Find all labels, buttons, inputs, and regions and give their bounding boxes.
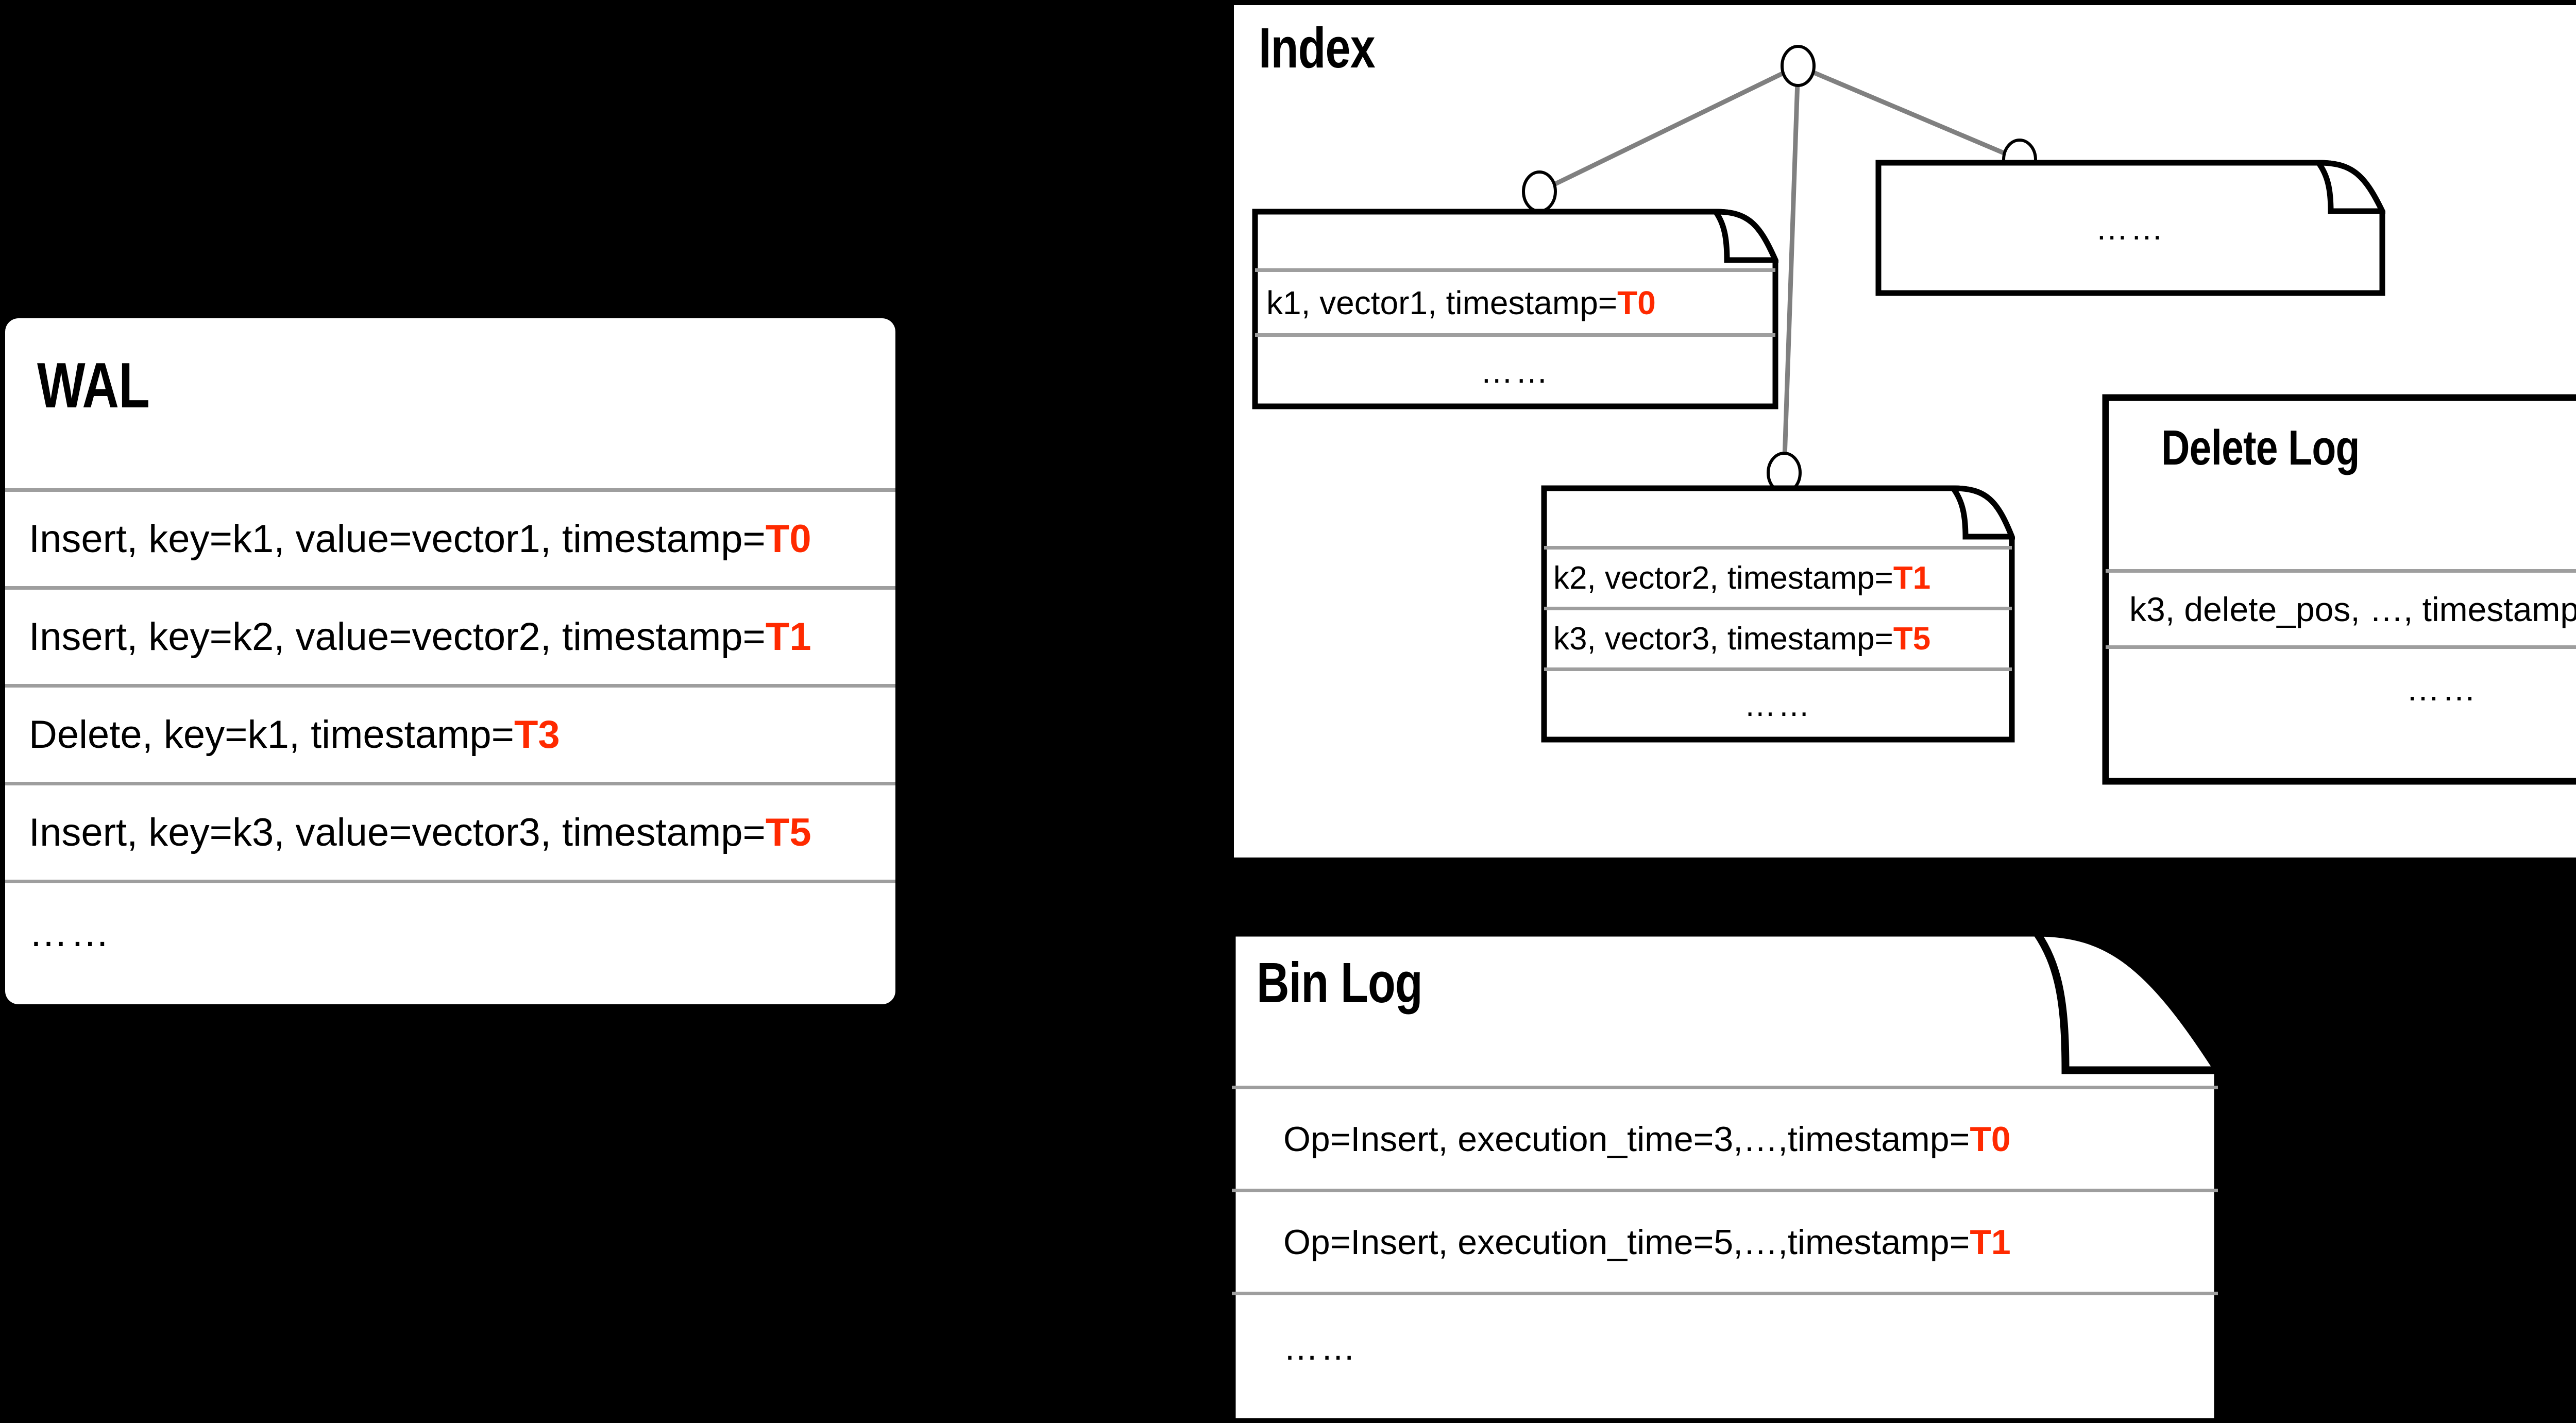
document-shape — [1228, 929, 2222, 1423]
wal-entry-row: …… — [5, 880, 895, 983]
root-node — [1781, 45, 1816, 87]
index-leaf-text: k1, vector1, timestamp=T0 — [1266, 284, 1656, 321]
wal-entry-timestamp: T1 — [765, 615, 811, 659]
wal-entry-row: Insert, key=k3, value=vector3, timestamp… — [5, 782, 895, 880]
index-leaf-ellipsis: …… — [1480, 352, 1550, 390]
wal-entry-text: Insert, key=k1, value=vector1, timestamp… — [29, 517, 811, 561]
wal-entry-list: Insert, key=k1, value=vector1, timestamp… — [5, 488, 895, 983]
index-leaf-row: k3, vector3, timestamp=T5 — [1544, 607, 2012, 667]
index-leaf-timestamp: T0 — [1617, 284, 1656, 321]
index-leaf-text: k2, vector2, timestamp=T1 — [1553, 560, 1931, 596]
index-leaf-k2k3: k2, vector2, timestamp=T1 k3, vector3, t… — [1541, 485, 2015, 743]
index-leaf-ellipsis: …… — [1744, 688, 1812, 723]
bin-log-card: Bin Log Op=Insert, execution_time=3,…,ti… — [1228, 929, 2222, 1423]
document-shape — [1875, 160, 2385, 296]
index-leaf-timestamp: T5 — [1893, 621, 1931, 657]
index-leaf-row: …… — [1255, 333, 1775, 405]
index-leaf-row: …… — [1544, 667, 2012, 740]
tree-edge-root-left — [1538, 63, 1799, 194]
bin-log-timestamp: T0 — [1970, 1119, 2011, 1159]
delete-log-text: k3, delete_pos, …, timestamp=T3 — [2129, 590, 2576, 628]
bin-log-timestamp: T1 — [1970, 1222, 2011, 1262]
index-title: Index — [1259, 16, 1376, 80]
index-leaf-row: k2, vector2, timestamp=T1 — [1544, 546, 2012, 607]
index-leaf-more: …… — [1875, 160, 2385, 296]
delete-log-row: …… — [2106, 645, 2576, 728]
wal-title: WAL — [37, 350, 150, 421]
bin-log-row: Op=Insert, execution_time=3,…,timestamp=… — [1232, 1086, 2218, 1189]
index-leaf-timestamp: T1 — [1893, 560, 1931, 596]
delete-log-card: Delete Log k3, delete_pos, …, timestamp=… — [2102, 394, 2576, 785]
wal-entry-timestamp: T3 — [514, 713, 560, 757]
delete-log-ellipsis: …… — [2406, 669, 2478, 708]
bin-log-row: Op=Insert, execution_time=5,…,timestamp=… — [1232, 1189, 2218, 1292]
wal-entry-text: …… — [29, 911, 112, 955]
index-leaf-row: k1, vector1, timestamp=T0 — [1255, 268, 1775, 333]
delete-log-title: Delete Log — [2161, 420, 2360, 475]
bin-log-text: Op=Insert, execution_time=3,…,timestamp=… — [1283, 1119, 2011, 1159]
tree-edge-root-bottom — [1782, 65, 1801, 473]
index-leaf-k1: k1, vector1, timestamp=T0 …… — [1252, 209, 1778, 409]
wal-entry-timestamp: T5 — [765, 811, 811, 854]
index-leaf-text: k3, vector3, timestamp=T5 — [1553, 621, 1931, 657]
wal-entry-timestamp: T0 — [765, 517, 811, 561]
child-node-left — [1522, 170, 1557, 213]
wal-panel: WAL Insert, key=k1, value=vector1, times… — [5, 318, 895, 1004]
delete-log-row: k3, delete_pos, …, timestamp=T3 — [2106, 569, 2576, 645]
document-shape — [1252, 209, 1778, 409]
bin-log-ellipsis: …… — [1283, 1328, 1358, 1367]
bin-log-row: …… — [1232, 1292, 2218, 1400]
wal-entry-row: Insert, key=k2, value=vector2, timestamp… — [5, 586, 895, 684]
tree-edge-root-right — [1797, 63, 2021, 162]
wal-entry-text: Insert, key=k3, value=vector3, timestamp… — [29, 811, 811, 854]
bin-log-text: Op=Insert, execution_time=5,…,timestamp=… — [1283, 1222, 2011, 1262]
wal-entry-text: Delete, key=k1, timestamp=T3 — [29, 713, 560, 757]
document-shape — [1541, 485, 2015, 743]
document-shape — [2102, 394, 2576, 785]
index-leaf-ellipsis: …… — [2095, 209, 2165, 247]
bin-log-title: Bin Log — [1257, 951, 1423, 1015]
wal-entry-row: Delete, key=k1, timestamp=T3 — [5, 684, 895, 782]
wal-entry-row: Insert, key=k1, value=vector1, timestamp… — [5, 488, 895, 586]
wal-entry-text: Insert, key=k2, value=vector2, timestamp… — [29, 615, 811, 659]
index-panel: Index k1, vector1, timestamp=T0 — [1234, 5, 2576, 858]
